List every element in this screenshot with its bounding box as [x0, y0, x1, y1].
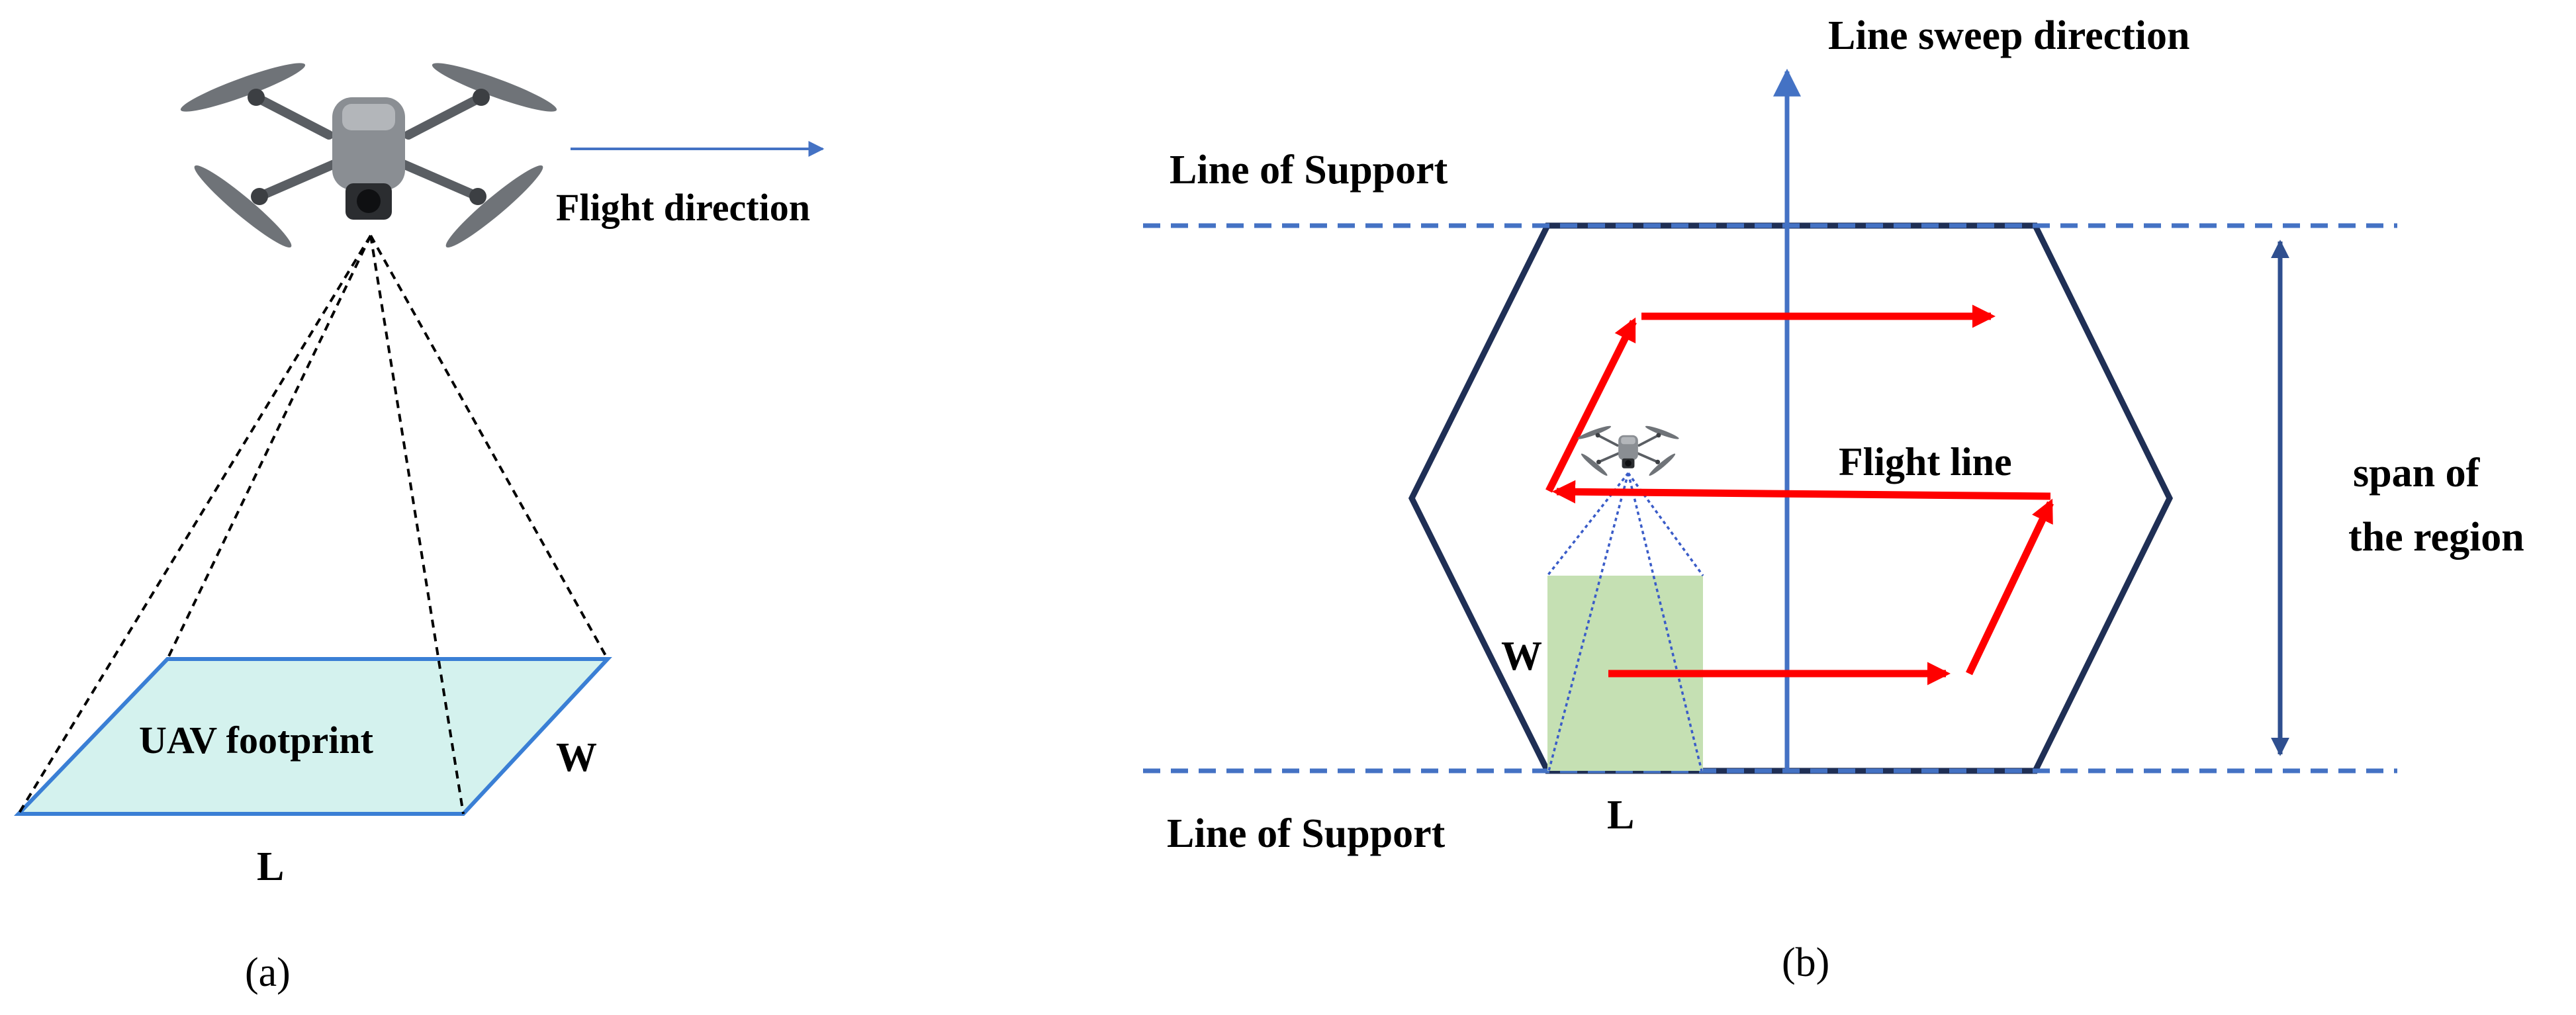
support-top-label: Line of Support	[1170, 148, 1448, 193]
support-bottom-label: Line of Support	[1167, 811, 1446, 856]
coverage-width-label: W	[1501, 634, 1542, 679]
span-label-line1: span of	[2353, 451, 2481, 496]
flight-line-label: Flight line	[1839, 440, 2012, 484]
panel-a: Flight direction UAV footprint W L (a)	[13, 56, 825, 995]
panel-b-caption: (b)	[1782, 940, 1829, 985]
panel-a-caption: (a)	[245, 950, 291, 995]
panel-b: Line sweep direction Line of Support Lin…	[1143, 13, 2524, 985]
span-label-line2: the region	[2348, 515, 2524, 560]
drone-small-icon	[1575, 423, 1681, 479]
footprint-width-label: W	[556, 735, 597, 780]
footprint-label: UAV footprint	[139, 719, 374, 762]
flight-direction-label: Flight direction	[556, 186, 810, 229]
region-boundary	[1408, 222, 2174, 774]
flight-path	[1545, 304, 2054, 685]
coverage-length-label: L	[1607, 793, 1634, 838]
uav-footprint-area	[13, 657, 612, 816]
drone-icon	[177, 56, 560, 254]
line-sweep-label: Line sweep direction	[1828, 13, 2190, 58]
footprint-length-label: L	[257, 844, 284, 889]
camera-frustum	[17, 234, 609, 815]
